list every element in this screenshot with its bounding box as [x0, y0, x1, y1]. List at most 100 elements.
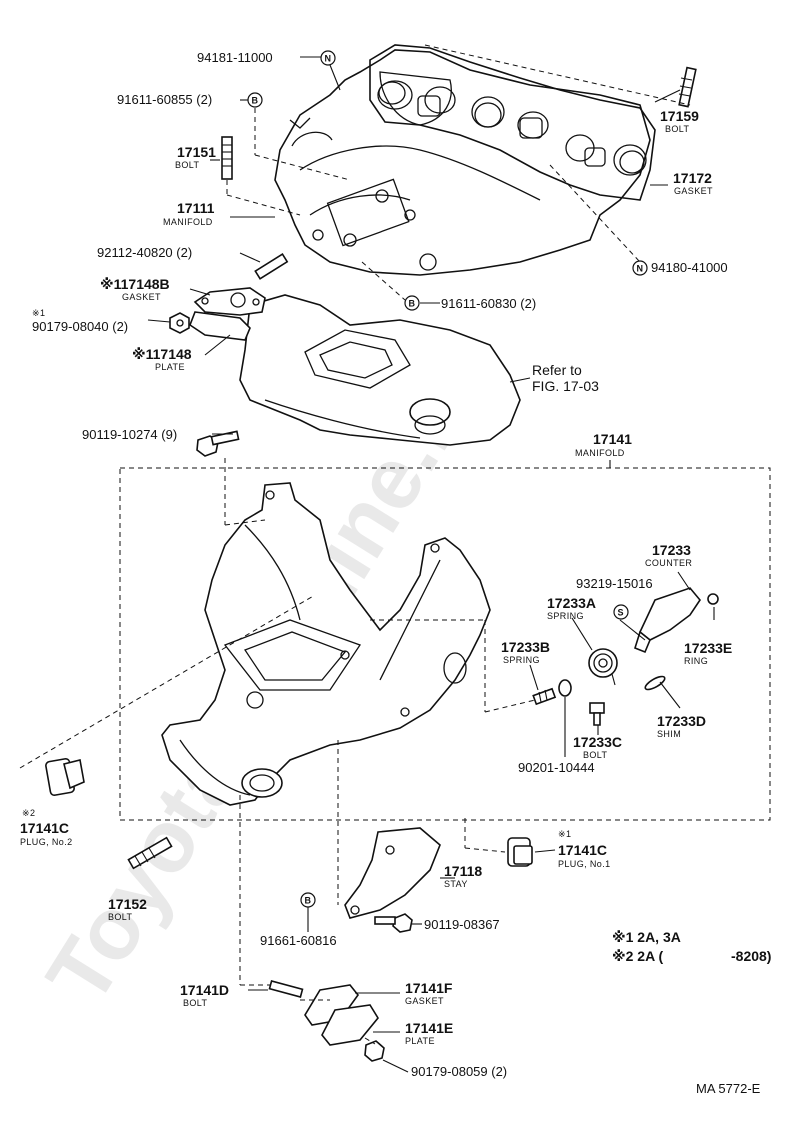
plug-no2-17141c — [45, 758, 85, 796]
refer-line1: Refer to — [532, 362, 582, 378]
svg-text:N: N — [325, 54, 332, 64]
bolt-17233c — [589, 702, 605, 726]
manifold-17141-box — [119, 467, 771, 821]
washer-90201 — [558, 679, 572, 697]
heat-insulator-cover — [239, 294, 521, 446]
bolt-90179-08059 — [364, 1040, 385, 1062]
label-17152-sub: BOLT — [108, 912, 133, 922]
label-117148b-sub: GASKET — [122, 292, 161, 302]
label-17233b: 17233B — [501, 639, 550, 655]
stay-17118 — [344, 827, 441, 919]
bolt-17141d — [268, 980, 304, 998]
label-17141c1-sub: PLUG, No.1 — [558, 859, 611, 869]
label-91611-60830: 91611-60830 (2) — [441, 296, 536, 311]
symbol-n-icon: N — [320, 50, 336, 66]
label-117148b: ※117148B — [100, 276, 170, 292]
label-90179-08059: 90179-08059 (2) — [411, 1064, 507, 1079]
refer-line2: FIG. 17-03 — [532, 378, 599, 394]
exhaust-manifold-17111 — [274, 49, 651, 276]
label-17141e: 17141E — [405, 1020, 453, 1036]
label-94181-11000: 94181-11000 — [197, 50, 273, 65]
label-17233d-sub: SHIM — [657, 729, 681, 739]
label-17141: 17141 — [593, 431, 632, 447]
label-94180-41000: 94180-41000 — [651, 260, 728, 275]
bolt-90119-08367 — [374, 913, 413, 933]
label-91611-60855: 91611-60855 (2) — [117, 92, 212, 107]
label-91661-60816: 91661-60816 — [260, 933, 337, 948]
stud-17152 — [127, 836, 173, 870]
label-17159-sub: BOLT — [665, 124, 690, 134]
label-17233a: 17233A — [547, 595, 596, 611]
label-17151: 17151 — [177, 144, 216, 160]
bolt-90119-10274 — [196, 430, 240, 457]
label-17141f-sub: GASKET — [405, 996, 444, 1006]
label-17233d: 17233D — [657, 713, 706, 729]
label-17141-sub: MANIFOLD — [575, 448, 625, 458]
label-90179-08040: 90179-08040 (2) — [32, 319, 128, 334]
gasket-117148b — [193, 287, 266, 316]
label-90119-10274: 90119-10274 (9) — [82, 427, 177, 442]
label-90119-08367: 90119-08367 — [424, 917, 500, 932]
leader-lines — [19, 44, 715, 1073]
label-90179-08040-pre: ※1 — [32, 308, 45, 318]
label-17172: 17172 — [673, 170, 712, 186]
label-17111: 17111 — [177, 200, 215, 216]
label-17141c2-sub: PLUG, No.2 — [20, 837, 73, 847]
label-17118-sub: STAY — [444, 879, 468, 889]
spring-17233a — [588, 648, 618, 686]
label-17233: 17233 — [652, 542, 691, 558]
label-93219-15016: 93219-15016 — [576, 576, 653, 591]
figure-code: MA 5772-E — [696, 1081, 761, 1096]
label-17152: 17152 — [108, 896, 147, 912]
note-2-left: ※2 2A ( — [612, 948, 664, 964]
label-117148-sub: PLATE — [155, 362, 185, 372]
stud-17151 — [221, 136, 233, 180]
nut-90179-08040 — [169, 312, 190, 334]
label-17141e-sub: PLATE — [405, 1036, 435, 1046]
label-17159: 17159 — [660, 108, 699, 124]
label-17111-sub: MANIFOLD — [163, 217, 213, 227]
label-17141d: 17141D — [180, 982, 229, 998]
label-17233a-sub: SPRING — [547, 611, 584, 621]
counter-17233 — [634, 587, 701, 654]
label-17172-sub: GASKET — [674, 186, 713, 196]
symbol-n-icon: N — [632, 260, 648, 276]
label-17151-sub: BOLT — [175, 160, 200, 170]
label-17233b-sub: SPRING — [503, 655, 540, 665]
label-17233e-sub: RING — [684, 656, 708, 666]
stud-17159 — [678, 66, 697, 108]
note-2-right: -8208) — [731, 948, 771, 964]
label-17141c2: 17141C — [20, 820, 69, 836]
label-90201-10444: 90201-10444 — [518, 760, 595, 775]
label-17141c2-pre: ※2 — [22, 808, 35, 818]
symbol-s-icon: S — [613, 604, 629, 620]
label-17141d-sub: BOLT — [183, 998, 208, 1008]
plate-117148 — [189, 311, 251, 341]
label-17233e: 17233E — [684, 640, 732, 656]
svg-text:N: N — [637, 264, 644, 274]
shim-17233d — [644, 675, 666, 691]
spring-17233b — [532, 687, 557, 706]
svg-text:B: B — [252, 96, 259, 106]
label-17141f: 17141F — [405, 980, 453, 996]
plug-no1-17141c — [507, 837, 533, 867]
symbol-b-icon: B — [404, 295, 420, 311]
svg-text:B: B — [305, 896, 312, 906]
symbol-b-icon: B — [300, 892, 316, 908]
label-117148: ※117148 — [132, 346, 192, 362]
stud-92112 — [254, 253, 289, 280]
label-17233c-sub: BOLT — [583, 750, 608, 760]
intake-manifold-17141 — [161, 482, 491, 806]
symbol-b-icon: B — [247, 92, 263, 108]
svg-text:S: S — [618, 608, 624, 618]
callout-labels: 94181-11000 N 91611-60855 (2) B 17151 BO… — [20, 50, 771, 1096]
plate-17141e — [321, 1004, 379, 1046]
ring-17233e — [707, 593, 719, 605]
gasket-17172 — [369, 44, 656, 201]
label-92112-40820: 92112-40820 (2) — [97, 245, 192, 260]
svg-text:B: B — [409, 299, 416, 309]
note-1: ※1 2A, 3A — [612, 929, 681, 945]
label-17141c1: 17141C — [558, 842, 607, 858]
